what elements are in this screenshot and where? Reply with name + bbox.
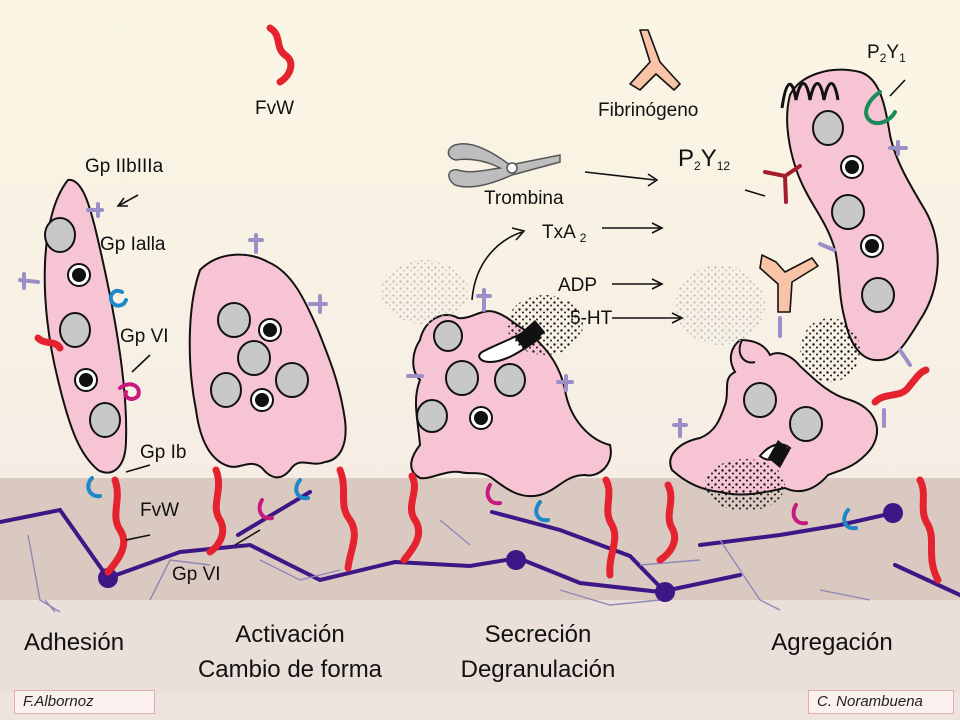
stage-secrecion-line2: Degranulación <box>461 656 616 683</box>
label-trombina: Trombina <box>484 188 564 209</box>
scissors-icon <box>447 143 561 188</box>
label-p2y12: P2Y12 <box>678 145 730 173</box>
stage-agregacion: Agregación <box>771 629 892 656</box>
gp-ib-receptors <box>86 288 858 531</box>
label-fvw-top: FvW <box>255 98 294 119</box>
stage-activacion-line2: Cambio de forma <box>198 656 383 683</box>
collagen-fibers <box>0 490 960 597</box>
p2y1-receptor <box>864 90 897 125</box>
vwf-strands <box>34 24 942 584</box>
diagram-labels: FvW Fibrinógeno P2Y1 P2Y12 Gp IIbIIIa Gp… <box>24 42 906 683</box>
platelet-activation <box>188 253 347 479</box>
platelet-adhesion <box>43 178 128 474</box>
collagen-nodes <box>98 503 903 602</box>
gpcr-coil <box>780 82 840 109</box>
label-fibrinogeno: Fibrinógeno <box>598 100 698 121</box>
platelet-aggregation-top <box>786 68 939 362</box>
integrin-receptors <box>18 140 912 438</box>
label-gp-vi-top: Gp VI <box>120 326 169 347</box>
label-gp-vi-bottom: Gp VI <box>172 564 221 585</box>
p2y12-receptor <box>763 164 802 204</box>
gp-vi-receptors <box>118 382 808 526</box>
label-fvw-bottom: FvW <box>140 500 179 521</box>
label-gp-iaiia: Gp Ialla <box>100 234 166 255</box>
stage-adhesion: Adhesión <box>24 629 124 656</box>
arrows <box>116 79 906 546</box>
release-clouds <box>380 260 860 511</box>
stage-activacion-line1: Activación <box>235 621 344 648</box>
label-adp: ADP <box>558 275 597 296</box>
label-gp-ib: Gp Ib <box>140 442 186 463</box>
platelet-aggregation-bottom <box>669 338 879 496</box>
label-5-ht: 5-HT <box>570 308 613 329</box>
fibrinogen-molecules <box>629 29 819 313</box>
lower-band <box>0 600 960 693</box>
credit-left: F.Albornoz <box>14 690 155 714</box>
label-p2y1: P2Y1 <box>867 42 906 65</box>
label-gp-iibiiia: Gp IIbIIIa <box>85 156 164 177</box>
credit-right: C. Norambuena <box>808 690 954 714</box>
collagen-thin-fibers <box>27 519 871 613</box>
stage-secrecion-line1: Secreción <box>485 621 592 648</box>
